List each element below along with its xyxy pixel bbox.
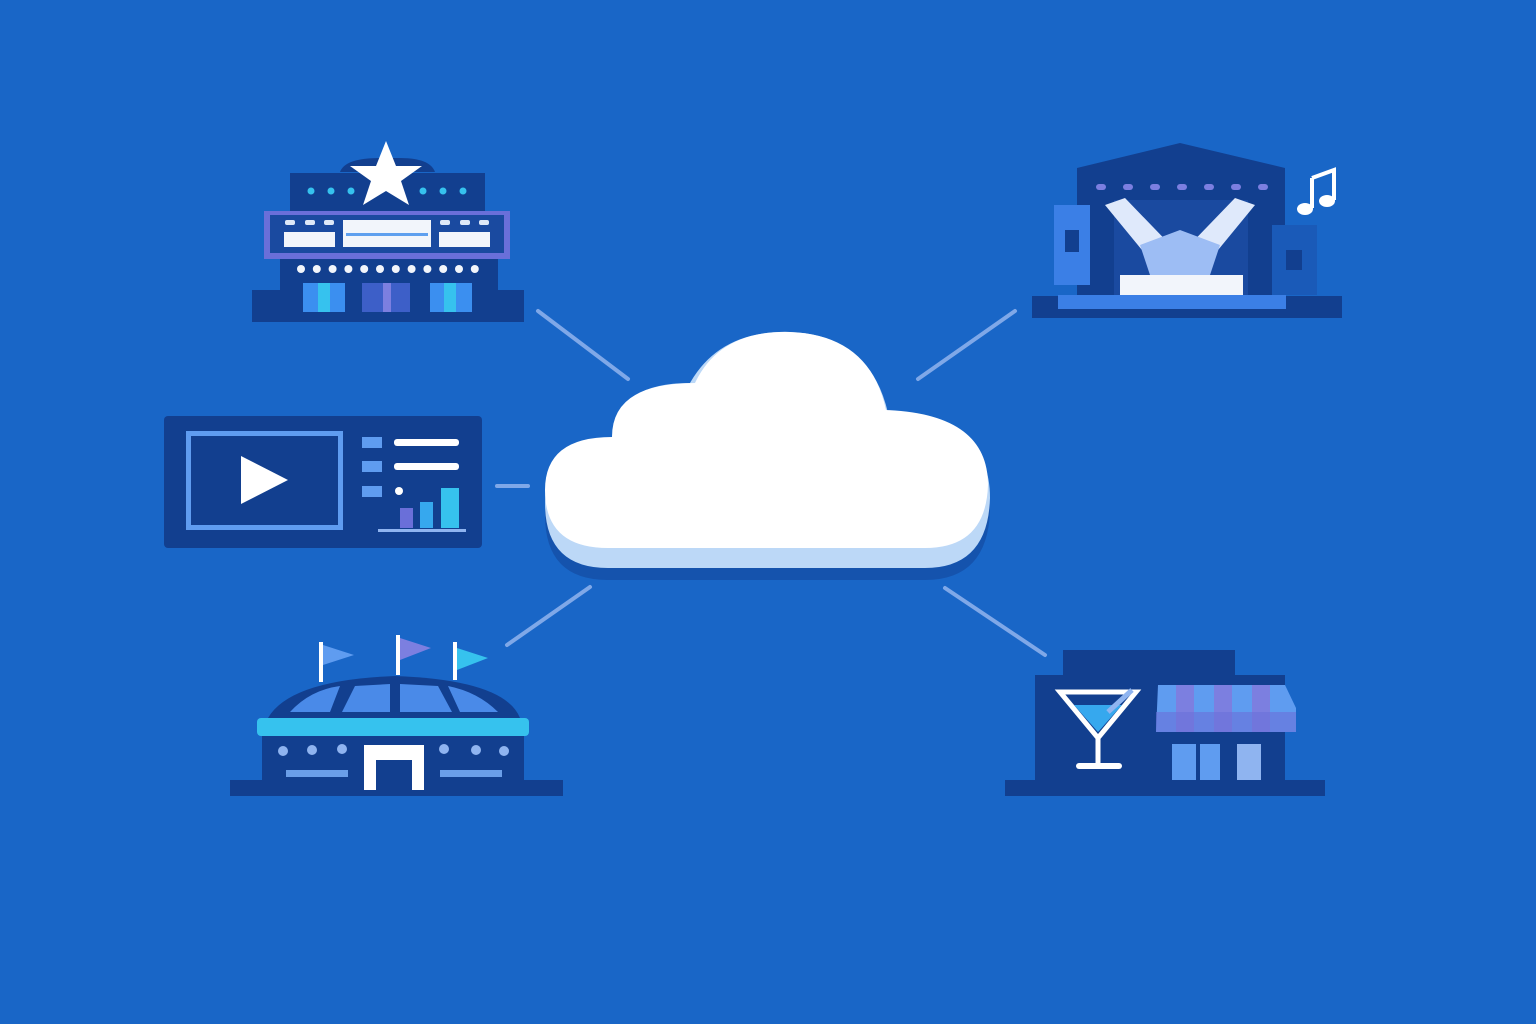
stage-light — [1231, 184, 1241, 190]
concert-stage-icon — [1032, 143, 1342, 318]
marquee-light — [312, 265, 321, 273]
marquee-light — [328, 265, 337, 273]
marquee-light — [439, 265, 448, 273]
connector-theater — [536, 309, 630, 381]
connectors — [495, 309, 1047, 657]
marquee-light — [423, 265, 432, 273]
marquee-light — [297, 265, 305, 273]
marquee-light — [455, 265, 463, 273]
marquee-light — [391, 265, 400, 273]
stage-light — [1096, 184, 1106, 190]
marquee-light — [407, 265, 416, 273]
marquee-light — [470, 265, 479, 273]
marquee-light — [344, 265, 353, 273]
video-streaming-dashboard-icon — [164, 416, 482, 548]
marquee-light — [376, 265, 384, 273]
stage-light — [1204, 184, 1214, 190]
bar-lounge-icon — [1005, 650, 1325, 796]
stage-light — [1150, 184, 1160, 190]
cloud-icon — [545, 331, 990, 580]
stage-light — [1123, 184, 1133, 190]
stage-light — [1177, 184, 1187, 190]
stadium-icon — [230, 635, 563, 796]
connector-bar — [943, 586, 1047, 657]
marquee-light — [360, 265, 369, 273]
connector-stadium — [505, 585, 592, 647]
theater-marquee-icon — [252, 141, 524, 322]
stage-light — [1258, 184, 1268, 190]
connector-stage — [916, 309, 1017, 381]
